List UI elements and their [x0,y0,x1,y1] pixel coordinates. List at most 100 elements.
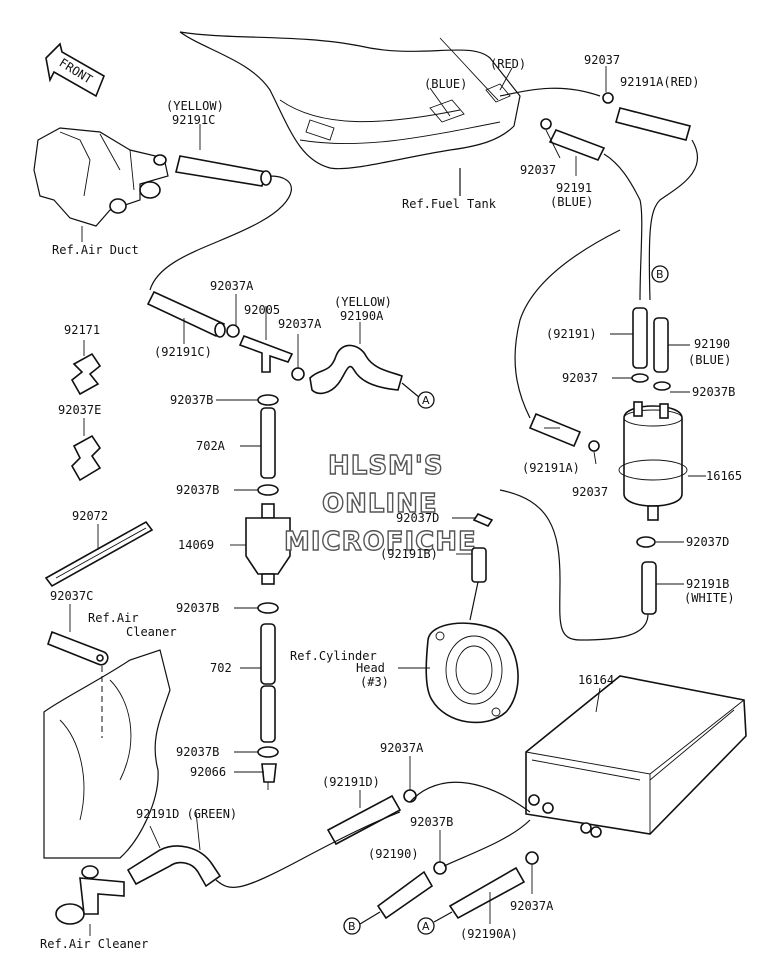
label-92191C: 92191C [172,113,215,127]
connector-A-circle: A [417,391,435,409]
label-92191A-red: 92191A(RED) [620,75,699,89]
clamp-92037-r [631,373,649,383]
label-16165: 16165 [706,469,742,483]
clamp-92037A-3 [403,756,417,803]
label-92037D-1: 92037D [396,511,439,525]
svg-text:B: B [656,268,664,281]
hose-92190 [359,819,531,925]
hose-92191C-lower [146,290,226,344]
label-cyl3: (#3) [360,675,389,689]
label-92037A-3: 92037A [380,741,424,755]
label-92037A-4: 92037A [510,899,554,913]
front-arrow-icon: FRONT [45,42,106,98]
label-92037B-2: 92037B [176,483,219,497]
label-ref-fuel-tank: Ref.Fuel Tank [402,197,497,211]
label-white-paren: (WHITE) [684,591,735,605]
connector-A-circle-bottom: A [417,917,435,935]
label-92037A-1: 92037A [210,279,254,293]
hose-92190A [433,866,526,924]
label-702: 702 [210,661,232,675]
label-red-top: (RED) [490,57,526,71]
label-92037B-4: 92037B [176,745,219,759]
hose-92191-blue [548,128,643,301]
label-92190-paren: (92190) [368,847,419,861]
fuel-tank-drawing [179,31,521,196]
hose-line-red [499,87,601,97]
label-92037B-1: 92037B [170,393,213,407]
air-duct-drawing [33,127,169,242]
label-92037B-3: 92037B [176,601,219,615]
clamp-92037A-1 [226,294,240,338]
label-ref-air-cleaner: Ref.Air Cleaner [40,937,148,951]
hose-92191C-top [149,155,292,291]
connector-B-circle-bottom: B [343,917,361,935]
clamp-92037B-5 [433,830,447,875]
label-92191B-paren: (92191B) [380,547,438,561]
svg-text:A: A [422,394,430,407]
clamp-92037-r2 [588,440,600,452]
label-92037B-5: 92037B [410,815,453,829]
connector-B-circle-top: B [651,265,669,283]
label-16164: 16164 [578,673,614,687]
label-92191A-paren: (92191A) [522,461,580,475]
label-92037D-2: 92037D [686,535,729,549]
svg-text:ONLINE: ONLINE [322,489,438,519]
watermark: HLSM'S ONLINE MICROFICHE [283,450,477,557]
label-92005: 92005 [244,303,280,317]
label-92037-r2: 92037 [572,485,608,499]
label-92191B: 92191B [686,577,729,591]
filter-14069 [230,503,291,585]
label-ref-cylinder: Ref.Cylinder [290,649,377,663]
label-14069: 14069 [178,538,214,552]
label-ref-air-duct: Ref.Air Duct [52,243,139,257]
label-92037A-2: 92037A [278,317,322,331]
label-blue-top: (BLUE) [424,77,467,91]
hose-92191B-small [469,547,487,621]
label-92037-mid: 92037 [520,163,556,177]
canister-16165 [618,401,706,521]
label-92037-r: 92037 [562,371,598,385]
clip-92037C [47,604,109,666]
label-head: Head [356,661,385,675]
label-92190A-paren: (92190A) [460,927,518,941]
clamp-92037A-4 [525,851,539,894]
air-cleaner-fitting [55,865,125,936]
fitting-92066 [261,763,277,790]
leader-lines [195,66,690,851]
svg-text:A: A [422,920,430,933]
clamp-92037B-4 [257,746,279,758]
hose-92191D [326,781,531,846]
label-blue-paren2: (BLUE) [688,353,731,367]
label-92191-paren: (92191) [546,327,597,341]
air-cleaner-drawing [43,649,171,859]
svg-text:B: B [348,920,356,933]
label-702A: 702A [196,439,226,453]
label-yellow-top: (YELLOW) [166,99,224,113]
label-92037B-r: 92037B [692,385,735,399]
band-92072 [44,520,154,588]
clamp-92037B-1 [257,394,279,406]
svg-text:MICROFICHE: MICROFICHE [284,527,477,557]
label-92037E: 92037E [58,403,101,417]
label-92066: 92066 [190,765,226,779]
hose-92190A-yellow [309,322,421,399]
hose-92191 [610,307,648,369]
label-92190A: 92190A [340,309,384,323]
clip-92171 [70,340,102,396]
clamp-92037B-r [653,381,671,391]
hose-92191A [514,229,621,448]
label-92171: 92171 [64,323,100,337]
tee-joint-92005 [238,306,294,373]
clip-92037E [71,418,102,482]
hose-92191A-red [615,107,699,301]
hose-92191B-white [499,489,684,641]
cylinder-head-fitting [398,622,519,724]
label-92072: 92072 [72,509,108,523]
label-ref-air: Ref.Air [88,611,139,625]
label-92037C: 92037C [50,589,93,603]
label-92191D-green: 92191D (GREEN) [136,807,237,821]
hose-92191D-green [126,811,401,888]
label-yellow-mid: (YELLOW) [334,295,392,309]
label-92191C-paren: (92191C) [154,345,212,359]
